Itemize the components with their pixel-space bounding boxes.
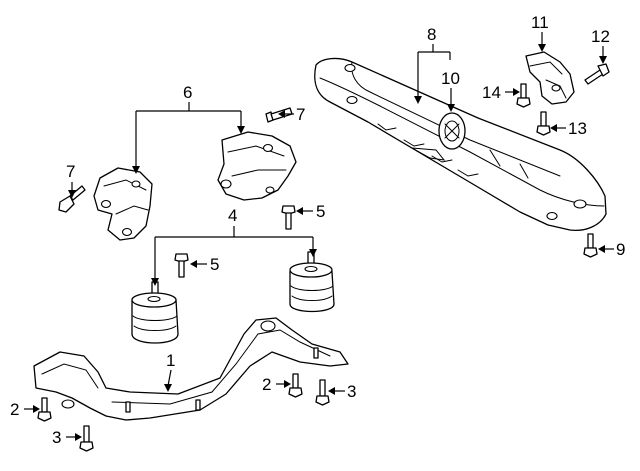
callout-7-upper: 7 <box>296 105 305 124</box>
leader-2-right <box>276 380 291 388</box>
bolt-part-9 <box>583 233 598 258</box>
bolt-part-14 <box>516 83 531 108</box>
leader-7-upper <box>278 110 294 118</box>
mount-hole <box>61 399 75 409</box>
mount-bracket-right-part-6 <box>217 131 297 201</box>
leader-5-lower <box>190 260 207 268</box>
mount-hole <box>100 199 112 209</box>
leader-12 <box>599 46 607 64</box>
bolt-part-2-left <box>37 397 52 422</box>
leader-7-left <box>68 182 76 198</box>
bolt-part-5-upper <box>281 205 296 230</box>
bolt-part-7-left <box>58 185 86 213</box>
callout-7-left: 7 <box>66 162 75 181</box>
mount-hole <box>121 227 133 237</box>
bolt-part-3-left <box>79 425 94 452</box>
mount-hole <box>546 211 558 221</box>
leader-10 <box>447 88 455 112</box>
mount-hole <box>262 143 274 153</box>
bushing-part-10 <box>438 112 466 150</box>
leader-11 <box>538 32 546 52</box>
mount-hole <box>573 199 587 209</box>
engine-mount-right-part-4 <box>289 251 335 313</box>
leader-2-left <box>24 405 40 413</box>
mount-hole <box>131 180 141 188</box>
mount-hole <box>220 179 232 189</box>
callout-3-right: 3 <box>347 382 356 401</box>
callout-5-upper: 5 <box>316 202 325 221</box>
subframe-part-1 <box>33 317 349 421</box>
callout-4: 4 <box>228 206 237 225</box>
callout-10: 10 <box>441 69 460 88</box>
mount-hole <box>147 295 161 303</box>
callout-2-left: 2 <box>10 400 19 419</box>
mount-hole <box>260 320 276 332</box>
mount-hole <box>551 84 561 92</box>
mount-hole <box>265 186 275 194</box>
leader-3-right <box>328 387 345 395</box>
callout-6: 6 <box>183 83 192 102</box>
leader-1 <box>164 369 172 392</box>
engine-mount-left-part-4 <box>131 281 179 344</box>
leader-4 <box>151 226 317 286</box>
callout-13: 13 <box>568 119 587 138</box>
mount-bracket-left-part-6 <box>93 167 153 241</box>
leader-13 <box>550 124 566 132</box>
mount-hole <box>346 95 358 105</box>
mount-hole <box>344 63 356 73</box>
callout-3-left: 3 <box>52 428 61 447</box>
callout-11: 11 <box>531 13 549 32</box>
callout-8: 8 <box>427 25 436 44</box>
leader-8 <box>414 44 451 104</box>
callout-12: 12 <box>591 27 610 46</box>
bracket-part-11 <box>525 51 575 105</box>
leader-5-upper <box>296 207 313 215</box>
bolt-part-13 <box>536 111 551 136</box>
bolt-part-2-right <box>288 373 303 398</box>
callout-9: 9 <box>616 240 625 259</box>
leader-3-left <box>66 433 82 441</box>
mount-hole <box>304 265 318 273</box>
bolt-part-5-lower <box>174 253 189 278</box>
bolt-part-7-upper <box>265 107 293 123</box>
callout-1: 1 <box>166 351 175 370</box>
leader-14 <box>505 88 520 96</box>
leader-6 <box>132 102 245 174</box>
callout-2-right: 2 <box>262 375 271 394</box>
bolt-part-3-right <box>315 379 330 406</box>
leader-9 <box>598 245 614 253</box>
bolt-part-12 <box>584 63 610 85</box>
callout-5-lower: 5 <box>210 255 219 274</box>
callout-14: 14 <box>482 83 501 102</box>
